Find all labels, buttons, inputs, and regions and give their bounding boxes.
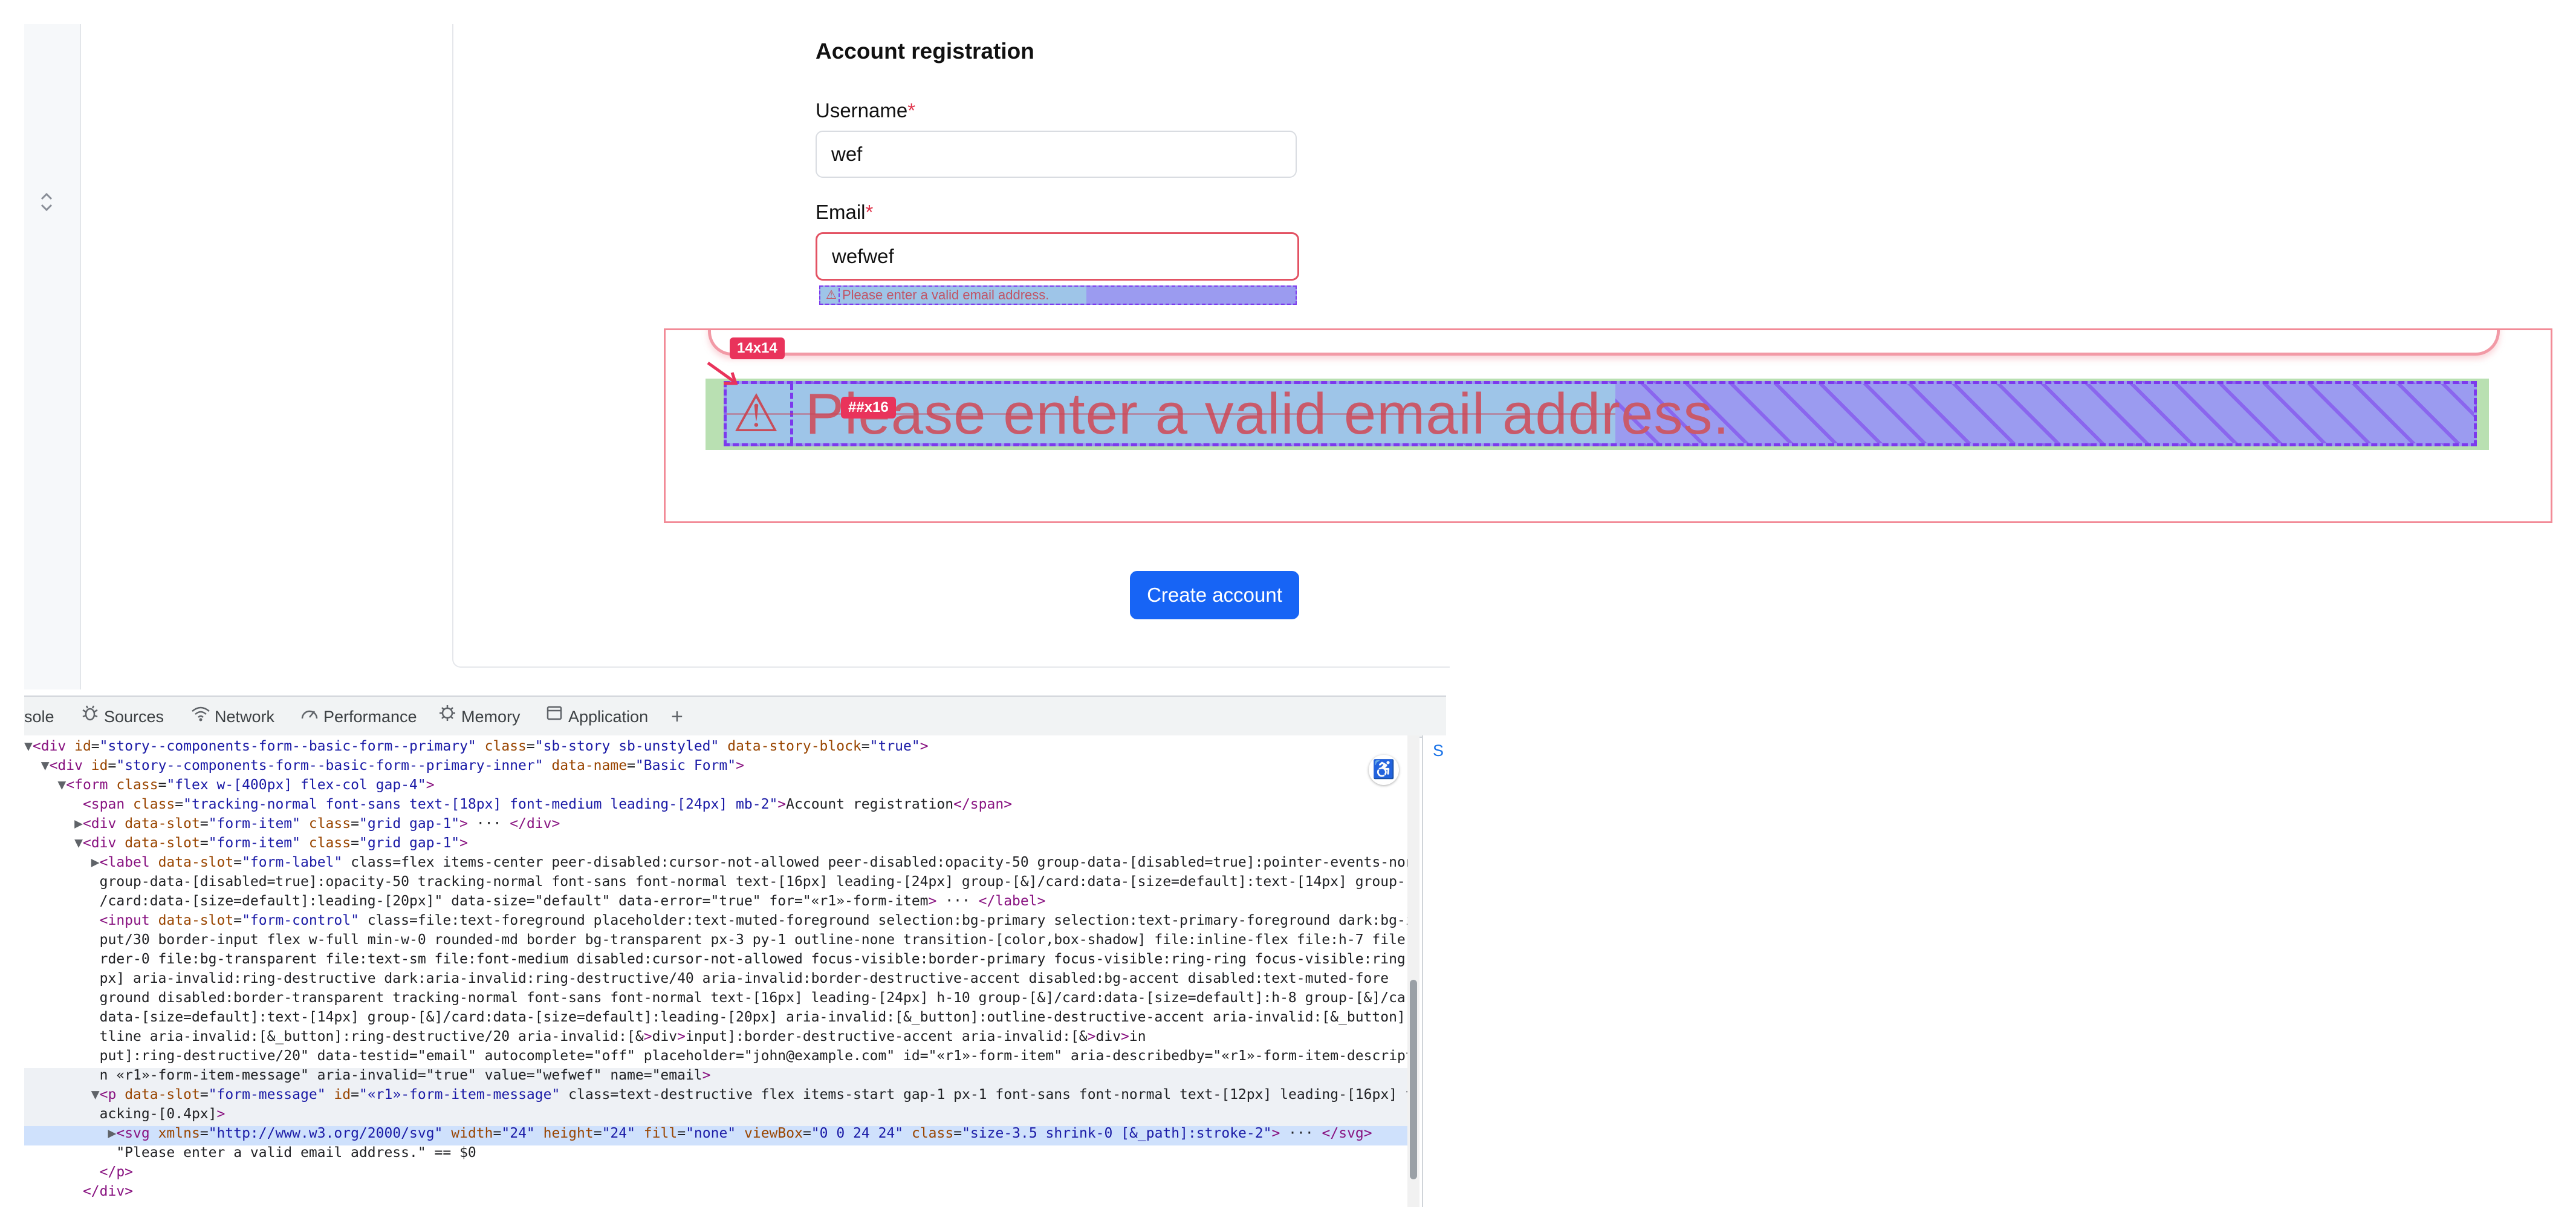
- selected-node-row: [24, 1126, 1415, 1145]
- zoomed-error-message: ⚠ Please enter a valid email address.: [724, 381, 2477, 446]
- dom-node-line[interactable]: group-data-[disabled=true]:opacity-50 tr…: [24, 874, 1415, 890]
- gauge-icon: [299, 697, 320, 737]
- inspector-magnifier: ⚠ Please enter a valid email address. 14…: [664, 328, 2552, 523]
- required-asterisk: *: [865, 201, 874, 223]
- dom-node-line[interactable]: ▼<div id="story--components-form--basic-…: [24, 738, 929, 754]
- dom-node-line[interactable]: data-[size=default]:text-[14px] group-[&…: [24, 1009, 1415, 1025]
- dom-node-line[interactable]: ▶<div data-slot="form-item" class="grid …: [74, 816, 560, 832]
- dom-node-line[interactable]: <span class="tracking-normal font-sans t…: [82, 797, 1013, 812]
- dom-node-line[interactable]: ▶<svg xmlns="http://www.w3.org/2000/svg"…: [108, 1126, 1372, 1141]
- error-message-text: Please enter a valid email address.: [842, 287, 1050, 302]
- tab-console[interactable]: sole: [24, 697, 54, 737]
- add-tab-icon[interactable]: +: [671, 705, 683, 728]
- zoomed-icon-box: ⚠: [727, 384, 793, 443]
- story-canvas-frame: [452, 24, 1450, 668]
- pointer-arrow-icon: [707, 361, 738, 385]
- dom-node-line[interactable]: ▼<div data-slot="form-item" class="grid …: [74, 835, 468, 851]
- tab-performance[interactable]: Performance: [299, 697, 417, 737]
- username-input[interactable]: wef: [816, 131, 1297, 178]
- dom-node-line[interactable]: ▶<label data-slot="form-label" class=fle…: [91, 855, 1415, 870]
- dom-node-line[interactable]: ▼<div id="story--components-form--basic-…: [41, 758, 744, 774]
- dom-node-line[interactable]: ▼<form class="flex w-[400px] flex-col ga…: [57, 777, 435, 793]
- zoomed-error-text: Please enter a valid email address.: [805, 382, 1730, 446]
- dom-node-line[interactable]: "Please enter a valid email address." ==…: [116, 1145, 476, 1161]
- wifi-icon: [190, 697, 211, 737]
- dom-node-line[interactable]: put]:ring-destructive/20" data-testid="e…: [24, 1048, 1415, 1064]
- dom-node-line[interactable]: </div>: [82, 1184, 134, 1199]
- form-title: Account registration: [816, 39, 1034, 64]
- baseline-guide: [727, 413, 1615, 415]
- devtools-tab-bar: sole Sources Network Performance Memory …: [24, 696, 1446, 738]
- dom-node-line[interactable]: ▼<p data-slot="form-message" id="«r1»-fo…: [91, 1087, 1415, 1103]
- email-input[interactable]: wefwef: [816, 232, 1299, 281]
- warning-icon: ⚠: [824, 288, 840, 302]
- highlight-content-box: [820, 287, 1086, 304]
- text-size-tag: ##x16: [841, 397, 896, 419]
- dom-node-line[interactable]: tline aria-invalid:[&_button]:ring-destr…: [24, 1029, 1146, 1044]
- tab-label: Sources: [104, 708, 164, 726]
- username-label: Username*: [816, 99, 915, 122]
- dom-node-line[interactable]: <input data-slot="form-control" class=fi…: [99, 913, 1415, 928]
- email-label: Email*: [816, 201, 873, 224]
- zoomed-input-edge: [708, 330, 2500, 356]
- accessibility-icon[interactable]: ♿: [1369, 755, 1399, 785]
- dom-node-line[interactable]: </p>: [99, 1164, 134, 1180]
- dom-node-line[interactable]: /card:data-[size=default]:leading-[20px]…: [24, 893, 1046, 909]
- dom-node-line[interactable]: px] aria-invalid:ring-destructive dark:a…: [24, 971, 1389, 986]
- required-asterisk: *: [907, 99, 916, 122]
- email-label-text: Email: [816, 201, 866, 223]
- tab-label: Memory: [461, 708, 521, 726]
- icon-size-tag: 14x14: [730, 337, 785, 359]
- tab-memory[interactable]: Memory: [437, 697, 521, 737]
- dom-node-line[interactable]: rder-0 file:bg-transparent file:text-sm …: [24, 951, 1415, 967]
- scrollbar-thumb[interactable]: [1410, 980, 1417, 1179]
- chip-icon: [437, 697, 458, 737]
- tab-label: Application: [568, 708, 649, 726]
- dom-node-line[interactable]: acking-[0.4px]>: [24, 1106, 225, 1122]
- dom-node-line[interactable]: put/30 border-input flex w-full min-w-0 …: [24, 932, 1415, 948]
- bug-icon: [80, 697, 100, 737]
- dom-node-line[interactable]: n «r1»-form-item-message" aria-invalid="…: [24, 1067, 711, 1083]
- elements-tree[interactable]: ▼<div id="story--components-form--basic-…: [24, 735, 1415, 1207]
- sidebar-gutter: [24, 24, 81, 689]
- dom-node-line[interactable]: ground disabled:border-transparent track…: [24, 990, 1415, 1006]
- window-icon: [544, 697, 565, 737]
- username-label-text: Username: [816, 99, 908, 122]
- tab-network[interactable]: Network: [190, 697, 274, 737]
- hovered-node-row: [24, 1068, 1415, 1126]
- collapse-chevron-icon[interactable]: [35, 189, 58, 215]
- tab-label: Network: [215, 708, 275, 726]
- side-panel-tab[interactable]: S: [1433, 741, 1444, 760]
- tab-application[interactable]: Application: [544, 697, 648, 737]
- tab-sources[interactable]: Sources: [80, 697, 164, 737]
- styles-side-panel: [1422, 735, 1447, 1207]
- tab-label: sole: [24, 708, 54, 726]
- error-message-highlight: ⚠ Please enter a valid email address.: [819, 285, 1297, 305]
- warning-icon: ⚠: [733, 385, 780, 443]
- tab-label: Performance: [323, 708, 417, 726]
- create-account-button[interactable]: Create account: [1130, 571, 1299, 619]
